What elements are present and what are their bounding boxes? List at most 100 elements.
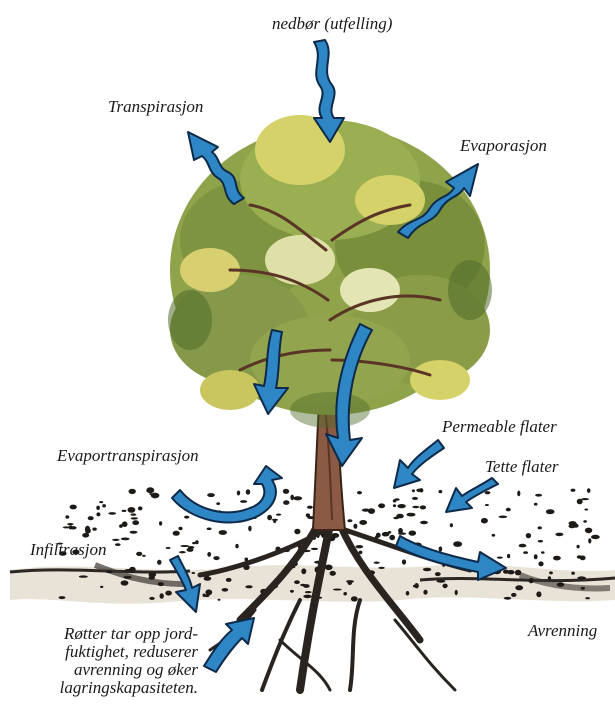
soil-speck [378,567,385,569]
soil-speck [240,500,247,503]
soil-speck [353,524,357,529]
soil-speck [519,544,527,548]
label-transpiration: Transpirasjon [108,98,203,115]
soil-speck [115,543,121,546]
soil-speck [149,572,157,577]
soil-speck [207,493,215,497]
soil-speck [307,506,313,509]
soil-speck [283,500,289,505]
soil-speck [580,556,586,561]
soil-speck [548,576,551,580]
soil-speck [276,514,281,516]
soil-speck [158,582,164,586]
soil-speck [180,545,189,547]
soil-speck [69,525,73,529]
soil-speck [184,516,189,519]
soil-speck [437,580,446,583]
soil-speck [535,494,542,497]
soil-speck [245,585,252,588]
roots-note-line: avrenning og øker [10,661,198,679]
soil-speck [131,513,137,515]
soil-speck [413,585,417,588]
soil-speck [173,531,180,536]
soil-speck [237,491,240,496]
soil-speck [311,548,318,550]
soil-speck [127,507,135,513]
soil-speck [204,577,212,581]
soil-speck [246,489,251,494]
soil-speck [192,572,196,574]
arrow-root-uptake [204,618,254,672]
soil-speck [571,572,575,575]
roots-note-line: Røtter tar opp jord- [10,625,198,643]
soil-speck [534,503,538,506]
soil-speck [222,588,229,592]
soil-speck [388,531,392,534]
soil-speck [248,526,251,532]
soil-speck [412,489,415,492]
soil-speck [481,518,488,524]
soil-speck [129,567,136,573]
soil-speck [577,576,586,579]
soil-speck [506,508,511,512]
soil-speck [393,504,396,507]
soil-speck [130,531,138,534]
soil-speck [267,515,272,521]
soil-speck [398,532,406,534]
soil-speck [585,597,590,599]
soil-speck [142,555,146,557]
soil-speck [536,591,541,597]
soil-speck [146,487,154,493]
soil-speck [157,560,161,565]
soil-speck [290,590,294,593]
label-permeable: Permeable flater [442,418,557,435]
soil-speck [290,495,294,501]
soil-speck [393,499,397,502]
soil-speck [67,523,74,525]
soil-speck [357,491,362,494]
soil-speck [149,493,152,495]
soil-speck [450,523,453,527]
label-evapotranspiration: Evaportranspirasjon [57,447,199,464]
soil-speck [557,582,564,587]
soil-speck [82,533,89,538]
soil-speck [538,526,542,529]
label-impermeable: Tette flater [485,458,559,475]
soil-speck [294,529,300,535]
soil-speck [412,506,419,509]
soil-speck [549,571,553,574]
soil-speck [423,590,427,595]
soil-speck [423,568,431,571]
soil-speck [492,534,496,537]
roots-note: Røtter tar opp jord- fuktighet, redusere… [10,625,198,697]
soil-speck [439,490,443,493]
soil-speck [99,501,103,503]
soil-speck [529,578,534,583]
arrow-permeable [394,440,444,488]
soil-speck [581,498,589,500]
soil-speck [204,594,210,597]
soil-speck [149,597,155,600]
label-infiltration: Infiltrasjon [30,541,107,558]
soil-speck [305,591,312,593]
soil-speck [121,538,130,541]
soil-speck [406,591,410,596]
soil-speck [96,506,100,510]
soil-speck [138,506,143,510]
soil-speck [70,505,77,510]
soil-speck [412,497,418,500]
soil-speck [485,504,489,506]
soil-speck [581,587,585,590]
soil-speck [378,503,385,508]
soil-speck [511,593,516,597]
soil-speck [409,531,417,536]
soil-speck [526,533,531,538]
soil-speck [122,510,127,512]
soil-speck [88,516,94,520]
soil-speck [584,509,588,511]
soil-speck [100,586,103,588]
soil-speck [218,599,221,601]
soil-speck [195,540,199,544]
soil-speck [331,533,339,538]
